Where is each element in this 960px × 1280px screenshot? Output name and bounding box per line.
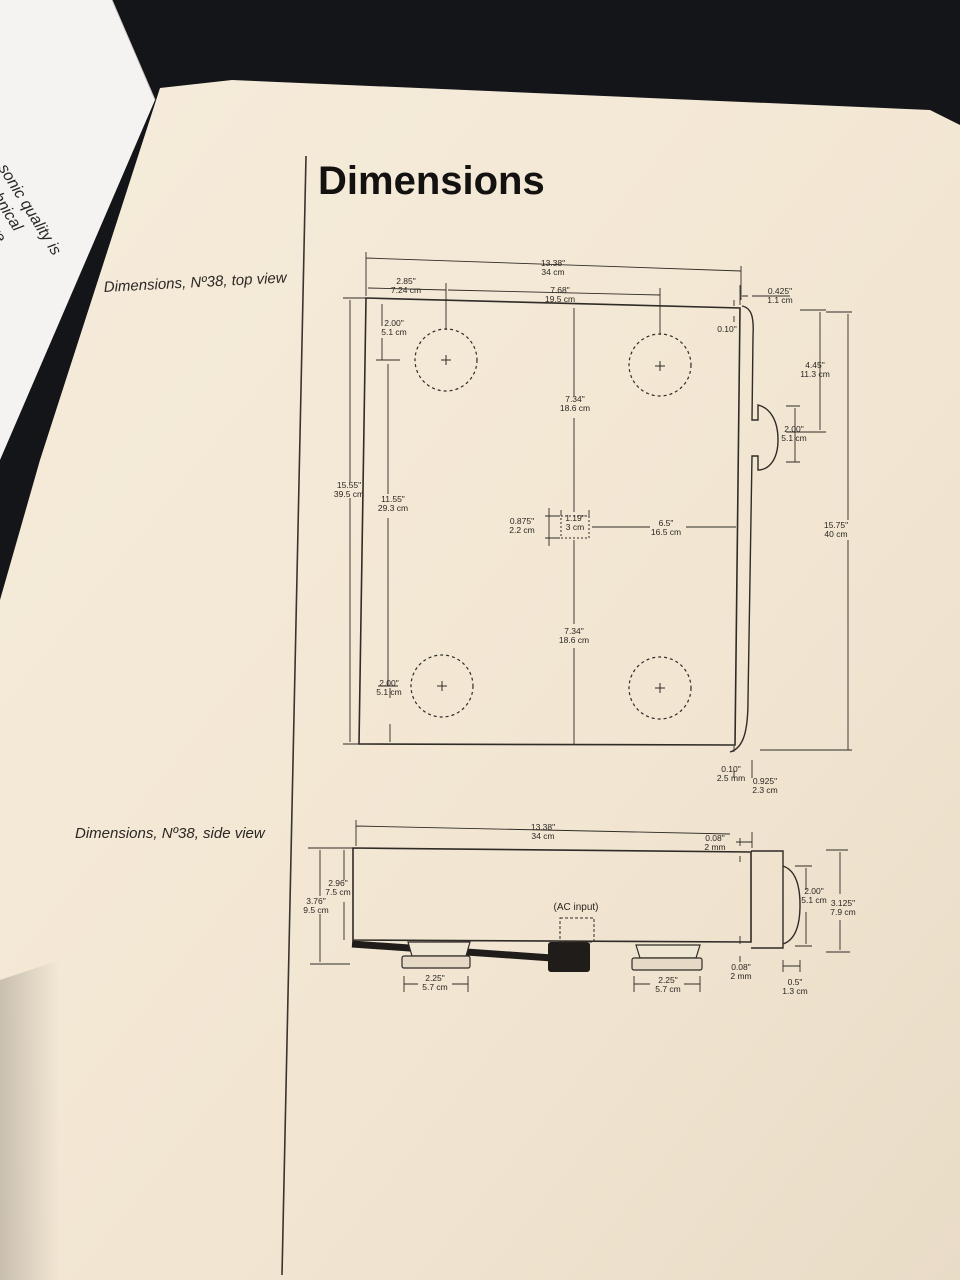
side-view-foot-right-label: 2.25" [658,975,678,985]
foot-circle [628,656,692,720]
top-view-body-depth-label: 15.55" [337,480,361,490]
side-view-front-height-label: 7.9 cm [830,907,856,917]
top-view-hole-spacing-x-label: 19.5 cm [545,294,575,304]
top-view-knob-width-label: 5.1 cm [781,433,807,443]
top-view-center-to-bottom-label: 7.34" [564,626,584,636]
top-view-hole-bottom-offset-label: 2.00" [379,678,399,688]
top-view-overall-depth-label: 40 cm [824,529,847,539]
side-view-body-outline [352,847,752,943]
top-view-bottom-gap-label: 0.10" [721,764,741,774]
top-view-hole-bottom-offset-label: 5.1 cm [376,687,402,697]
top-view-overall-width-label: 34 cm [541,267,564,277]
side-view-bottom-gap-label: 0.08" [731,962,751,972]
side-view-body-height-label: 7.5 cm [325,887,351,897]
top-view-hole-top-offset-label: 5.1 cm [381,327,407,337]
top-view-center-to-bottom-label: 18.6 cm [559,635,589,645]
top-view-front-depth-label: 2.3 cm [752,785,778,795]
foot-circle [410,654,474,718]
side-view-top-gap-label: 0.08" [705,833,725,843]
top-view-drawing [343,252,852,778]
side-view-drawing [308,820,850,992]
top-view-knob-width-label: 2.00" [784,424,804,434]
top-view-mark-height-label: 0.875" [510,516,534,526]
top-view-bottom-gap-label: 2.5 mm [717,773,745,783]
top-view-mark-width-label: 1.19" [565,513,585,523]
main-page [0,80,960,1280]
top-view-body-outline [358,297,741,746]
top-view-knob-depth-label: 1.1 cm [767,295,793,305]
top-view-dimension-lines [343,252,852,778]
side-view-ac-input-label: (AC input) [553,902,598,913]
top-view-mark-width-label: 3 cm [566,522,584,532]
top-view-left-offset-label: 7.24 cm [391,285,421,295]
center-mark [560,515,590,539]
top-view-center-to-top-label: 18.6 cm [560,403,590,413]
side-view-dimension-lines [308,820,850,992]
side-view-overall-height-label: 9.5 cm [303,905,329,915]
ac-plug [548,942,590,972]
side-view-overall-width-label: 13.38" [531,822,555,832]
top-view-knob-from-top-label: 4.45" [805,360,825,370]
top-view-front-depth-label: 0.925" [753,776,777,786]
side-view-bottom-gap-label: 2 mm [730,971,751,981]
side-view-body-height-label: 2.96" [328,878,348,888]
top-view-side-profile [729,305,779,753]
side-view-front-height-label: 3.125" [831,898,855,908]
side-view-front-panel [751,850,784,949]
side-view-foot-left-label: 5.7 cm [422,982,448,992]
top-view-hole-spacing-x-label: 7.68" [550,285,570,295]
top-view-hole-top-offset-label: 2.00" [384,318,404,328]
top-view-mark-height-label: 2.2 cm [509,525,535,535]
back-page: sonic quality istechnicalantitativedson [0,0,156,460]
top-view-knob-from-top-label: 11.3 cm [800,369,830,379]
top-view-hole-spacing-y-label: 11.55" [381,494,405,504]
top-view-overall-width-label: 13.38" [541,258,565,268]
top-view-top-gap-label: 0.10" [717,324,737,334]
top-view-center-to-top-label: 7.34" [565,394,585,404]
top-view-mark-to-edge-label: 16.5 cm [651,527,681,537]
side-foot [401,941,471,969]
ac-input-outline [559,917,595,943]
top-view-knob-depth-label: 0.425" [768,286,792,296]
top-view-overall-depth-label: 15.75" [824,520,848,530]
page-title: Dimensions [318,159,545,203]
side-view-knob [782,865,801,945]
side-view-foot-right-label: 5.7 cm [655,984,681,994]
top-view-mark-to-edge-label: 6.5" [659,518,674,528]
side-view-overall-width-label: 34 cm [531,831,554,841]
side-view-knob-depth-label: 1.3 cm [782,986,808,996]
side-view-knob-height-label: 2.00" [804,886,824,896]
column-divider [281,155,307,1276]
side-foot [631,944,703,971]
side-view-knob-depth-label: 0.5" [788,977,803,987]
top-view-hole-spacing-y-label: 29.3 cm [378,503,408,513]
side-view-top-gap-label: 2 mm [704,842,725,852]
side-view-overall-height-label: 3.76" [306,896,326,906]
side-view-knob-height-label: 5.1 cm [801,895,827,905]
side-view-caption: Dimensions, Nº38, side view [75,825,266,842]
side-view-foot-left-label: 2.25" [425,973,445,983]
top-view-left-offset-label: 2.85" [396,276,416,286]
top-view-body-depth-label: 39.5 cm [334,489,364,499]
